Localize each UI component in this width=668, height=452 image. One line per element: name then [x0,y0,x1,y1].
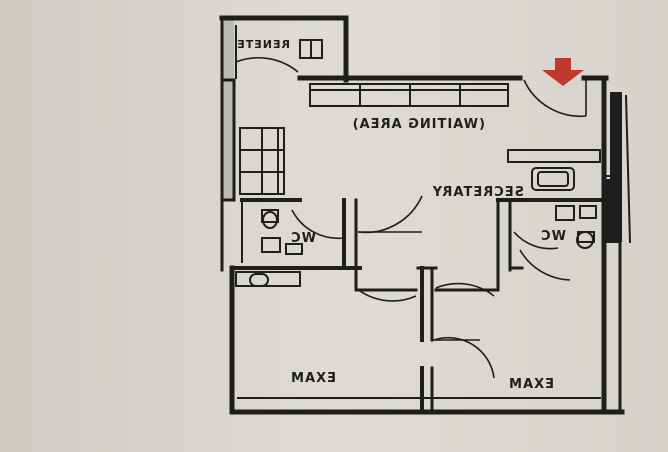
door-wc-right-lower [519,249,571,281]
wall-left-outer [220,16,236,202]
label-waiting-area: (WAITING AREA) [352,117,485,132]
entrance-arrow-icon [542,58,584,86]
door-exam-divider [433,336,495,379]
label-wc-right: WC [540,229,566,244]
wc-left-fixtures [261,209,303,255]
wall-left-upper-fill [222,18,234,200]
door-exam-left [355,287,417,302]
label-exam-right: EXAM [508,377,554,392]
label-top-left-room: RENETE [236,38,290,51]
label-exam-left: EXAM [290,371,336,386]
door-wc-left [291,209,345,240]
label-wc-left: WC [290,231,316,246]
label-secretary: SECRETARY [432,185,524,200]
door-exam-right-top [435,282,495,297]
door-entrance [523,79,587,118]
walls [219,15,632,415]
door-top-left [235,56,299,73]
top-left-room-fixture [299,39,323,59]
exam-left-fixture [235,271,301,287]
secretary-desk [507,149,601,191]
waiting-benches [239,83,509,195]
wc-right-fixtures [555,205,597,249]
right-cabinet [603,175,621,243]
doors [235,56,587,379]
door-wc-right [513,231,559,250]
